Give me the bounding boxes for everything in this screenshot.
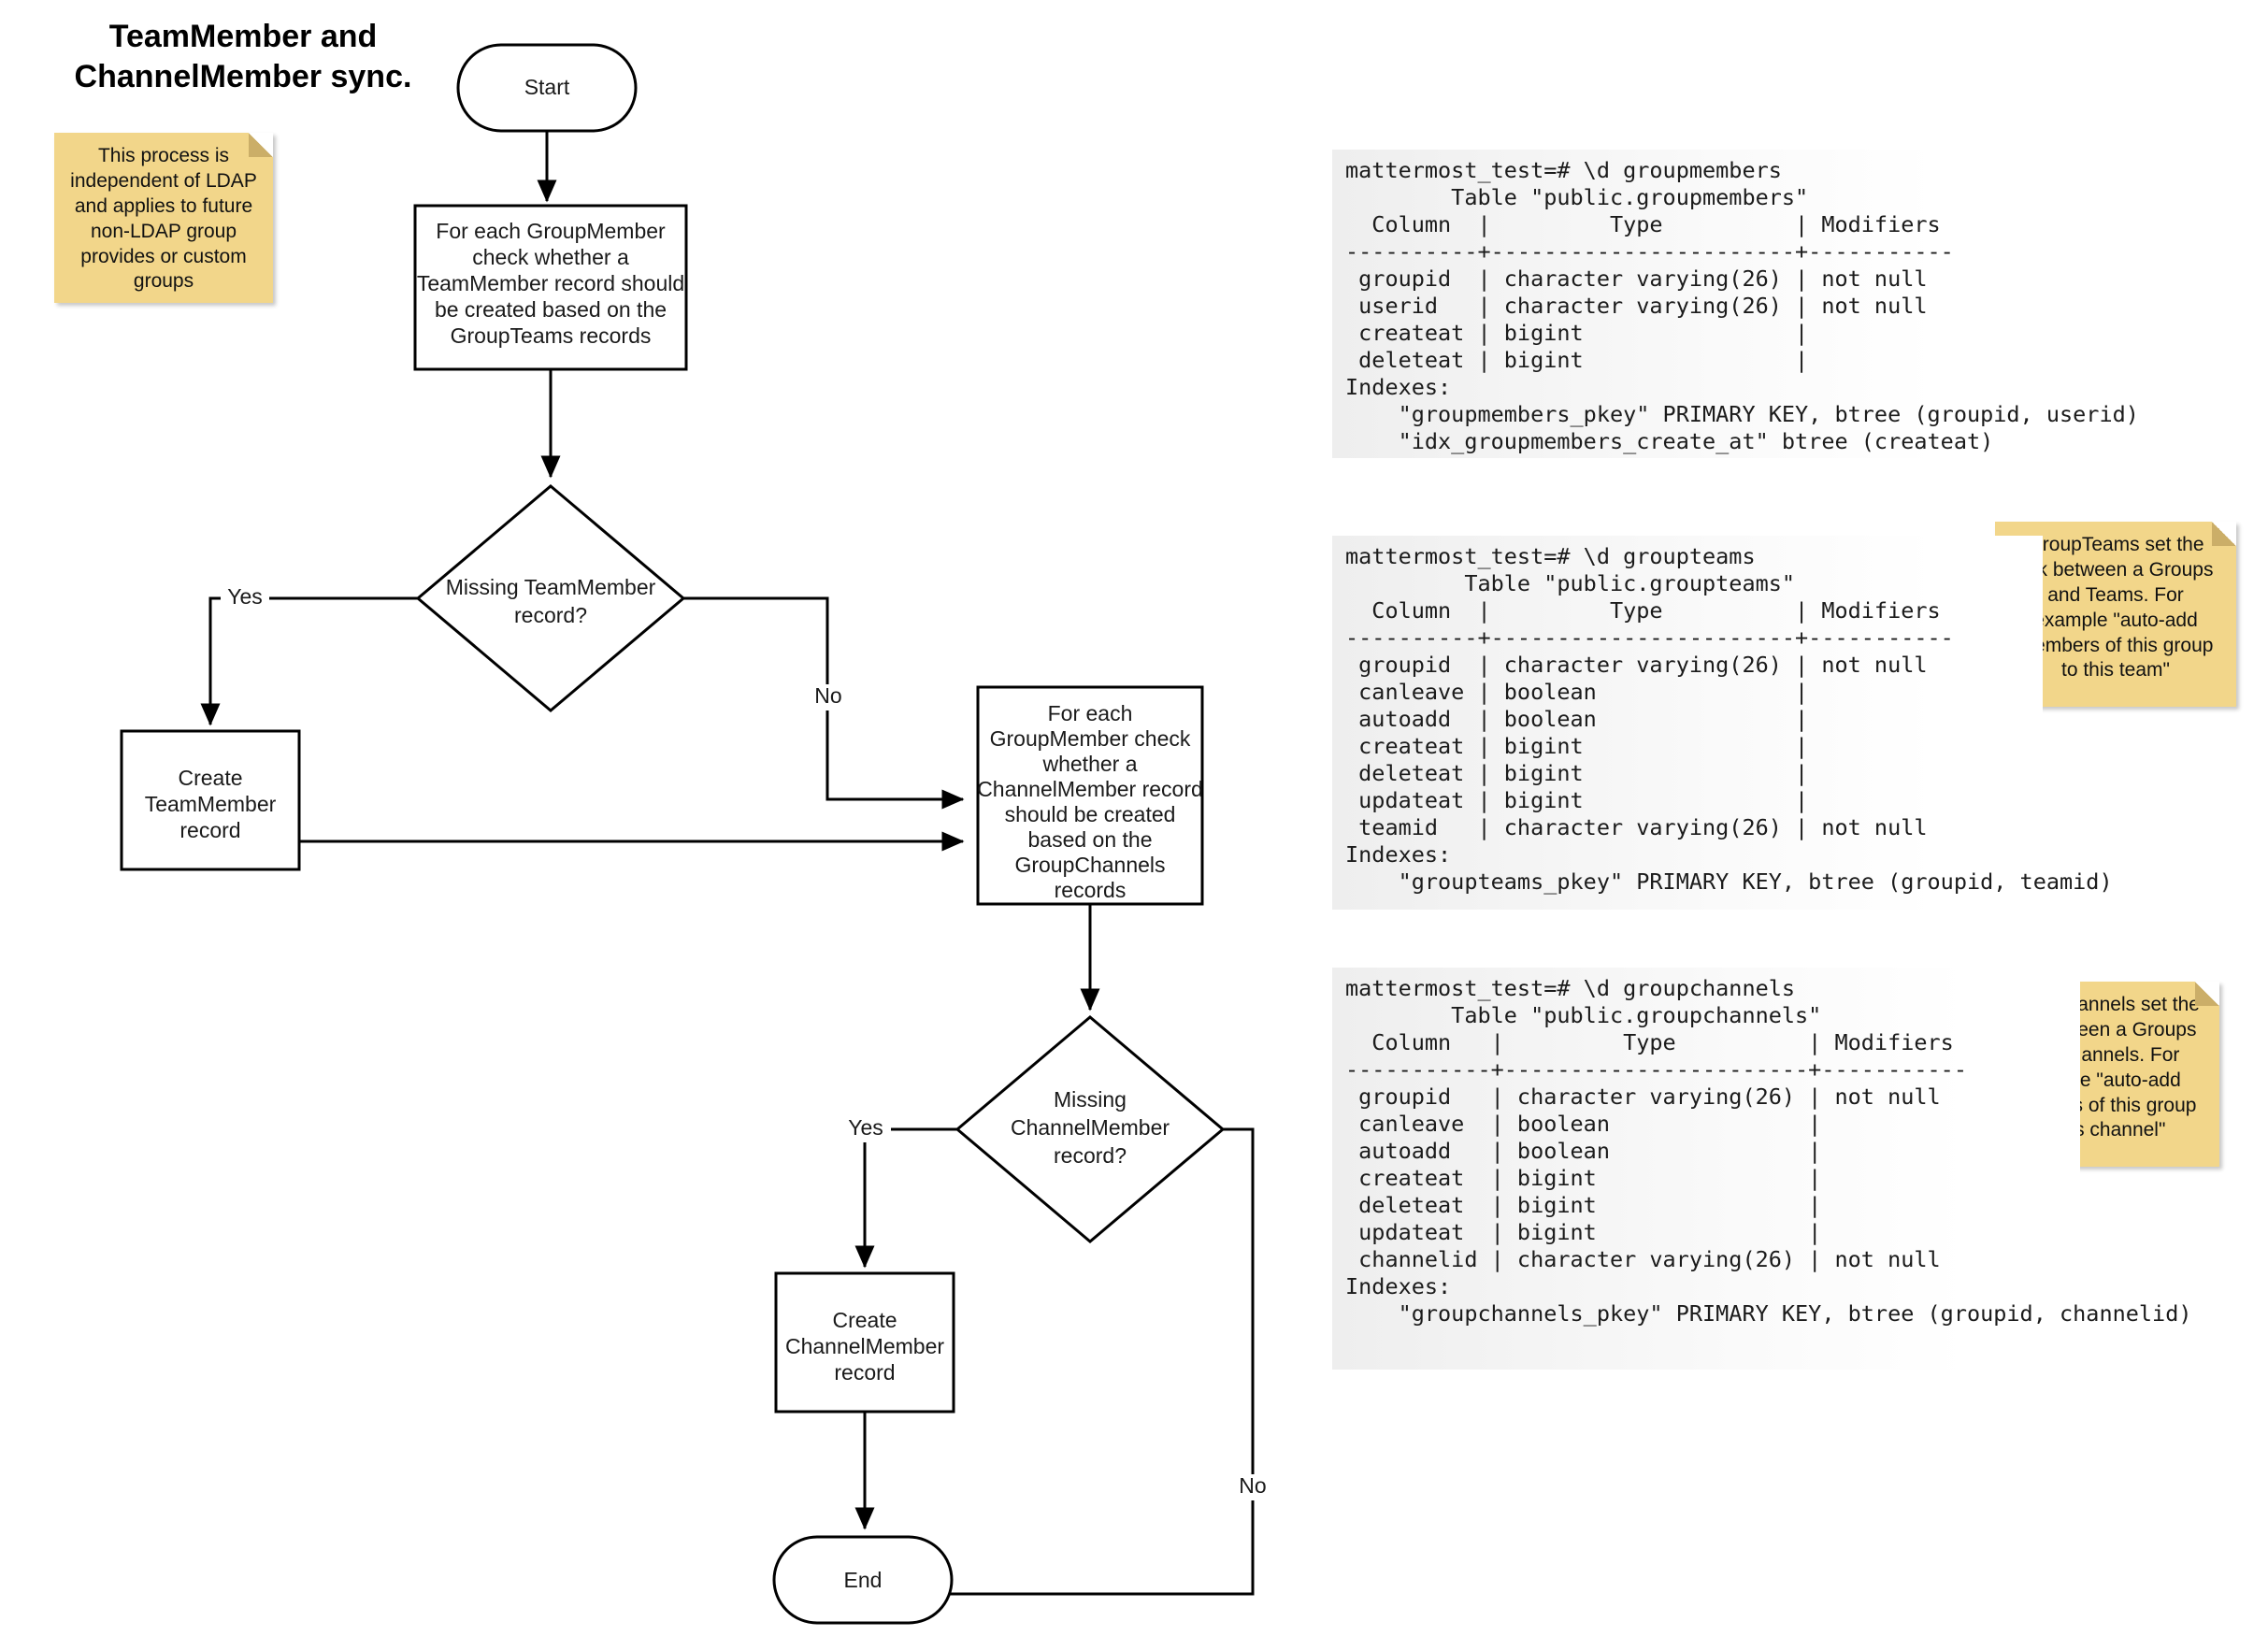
process-channels-line-3: whether a [1041, 752, 1137, 776]
create-channelmember-line-3: record [834, 1360, 895, 1385]
process-channels-line-2: GroupMember check [990, 726, 1191, 751]
process-channels-line-4: ChannelMember record [977, 777, 1203, 801]
process-channels-line-5: should be created [1005, 802, 1176, 826]
sticky-note-ldap: This process is independent of LDAP and … [54, 133, 273, 303]
edge-decision-channel-yes [854, 1127, 957, 1269]
node-end: End [772, 1535, 954, 1625]
process-channels-line-7: GroupChannels [1014, 853, 1165, 877]
edge-label-no-2: No [1239, 1473, 1266, 1498]
terminal-block-groupchannels: mattermost_test=# \d groupchannels Table… [1332, 968, 2191, 1370]
node-start: Start [456, 43, 638, 133]
node-create-teammember: Create TeamMember record [120, 729, 301, 871]
edge-decision-channel-no [896, 1127, 1255, 1604]
edge-label-yes-1-text: Yes [227, 584, 263, 609]
edge-label-yes-2-mask [840, 1116, 891, 1142]
decision-team-line-2: record? [514, 603, 587, 627]
edge-decision-team-yes [200, 596, 418, 726]
node-create-channelmember: Create ChannelMember record [774, 1271, 955, 1414]
decision-channel-line-2: ChannelMember [1011, 1115, 1170, 1140]
decision-team-line-1: Missing TeamMember [446, 575, 656, 599]
create-teammember-line-1: Create [178, 766, 242, 790]
process-channels-line-1: For each [1048, 701, 1133, 725]
process-teams-line-4: be created based on the [435, 297, 667, 322]
node-process-channels: For each GroupMember check whether a Cha… [976, 685, 1204, 906]
process-channels-line-8: records [1055, 878, 1127, 902]
page-title: TeamMember and ChannelMember sync. [74, 19, 412, 94]
edge-label-yes-2: Yes [848, 1115, 883, 1140]
process-teams-line-3: TeamMember record should [417, 271, 684, 295]
create-channelmember-line-2: ChannelMember [785, 1334, 944, 1358]
edge-label-no-1-mask [804, 684, 853, 710]
create-teammember-line-2: TeamMember [145, 792, 277, 816]
decision-channel-line-1: Missing [1054, 1087, 1127, 1112]
process-teams-line-2: check whether a [472, 245, 629, 269]
process-teams-line-5: GroupTeams records [451, 323, 652, 348]
process-teams-line-1: For each GroupMember [436, 219, 666, 243]
node-start-label: Start [524, 75, 570, 99]
create-teammember-line-3: record [179, 818, 240, 842]
edge-label-no-2-mask [1228, 1474, 1277, 1500]
node-process-teams: For each GroupMember check whether a Tea… [413, 204, 688, 371]
node-decision-channel: Missing ChannelMember record? [955, 1015, 1226, 1243]
edge-label-no-1: No [814, 683, 841, 708]
flowchart-canvas: Start For each GroupMember check whether… [120, 43, 1277, 1625]
edge-label-yes-1-mask [221, 585, 269, 611]
terminal-block-groupmembers: mattermost_test=# \d groupmembers Table … [1332, 150, 2139, 458]
node-decision-team: Missing TeamMember record? [415, 484, 686, 712]
terminal-block-groupteams: mattermost_test=# \d groupteams Table "p… [1332, 536, 2113, 910]
decision-channel-line-3: record? [1054, 1143, 1127, 1168]
create-channelmember-line-1: Create [832, 1308, 897, 1332]
process-channels-line-6: based on the [1027, 827, 1152, 852]
node-end-label: End [844, 1568, 883, 1592]
